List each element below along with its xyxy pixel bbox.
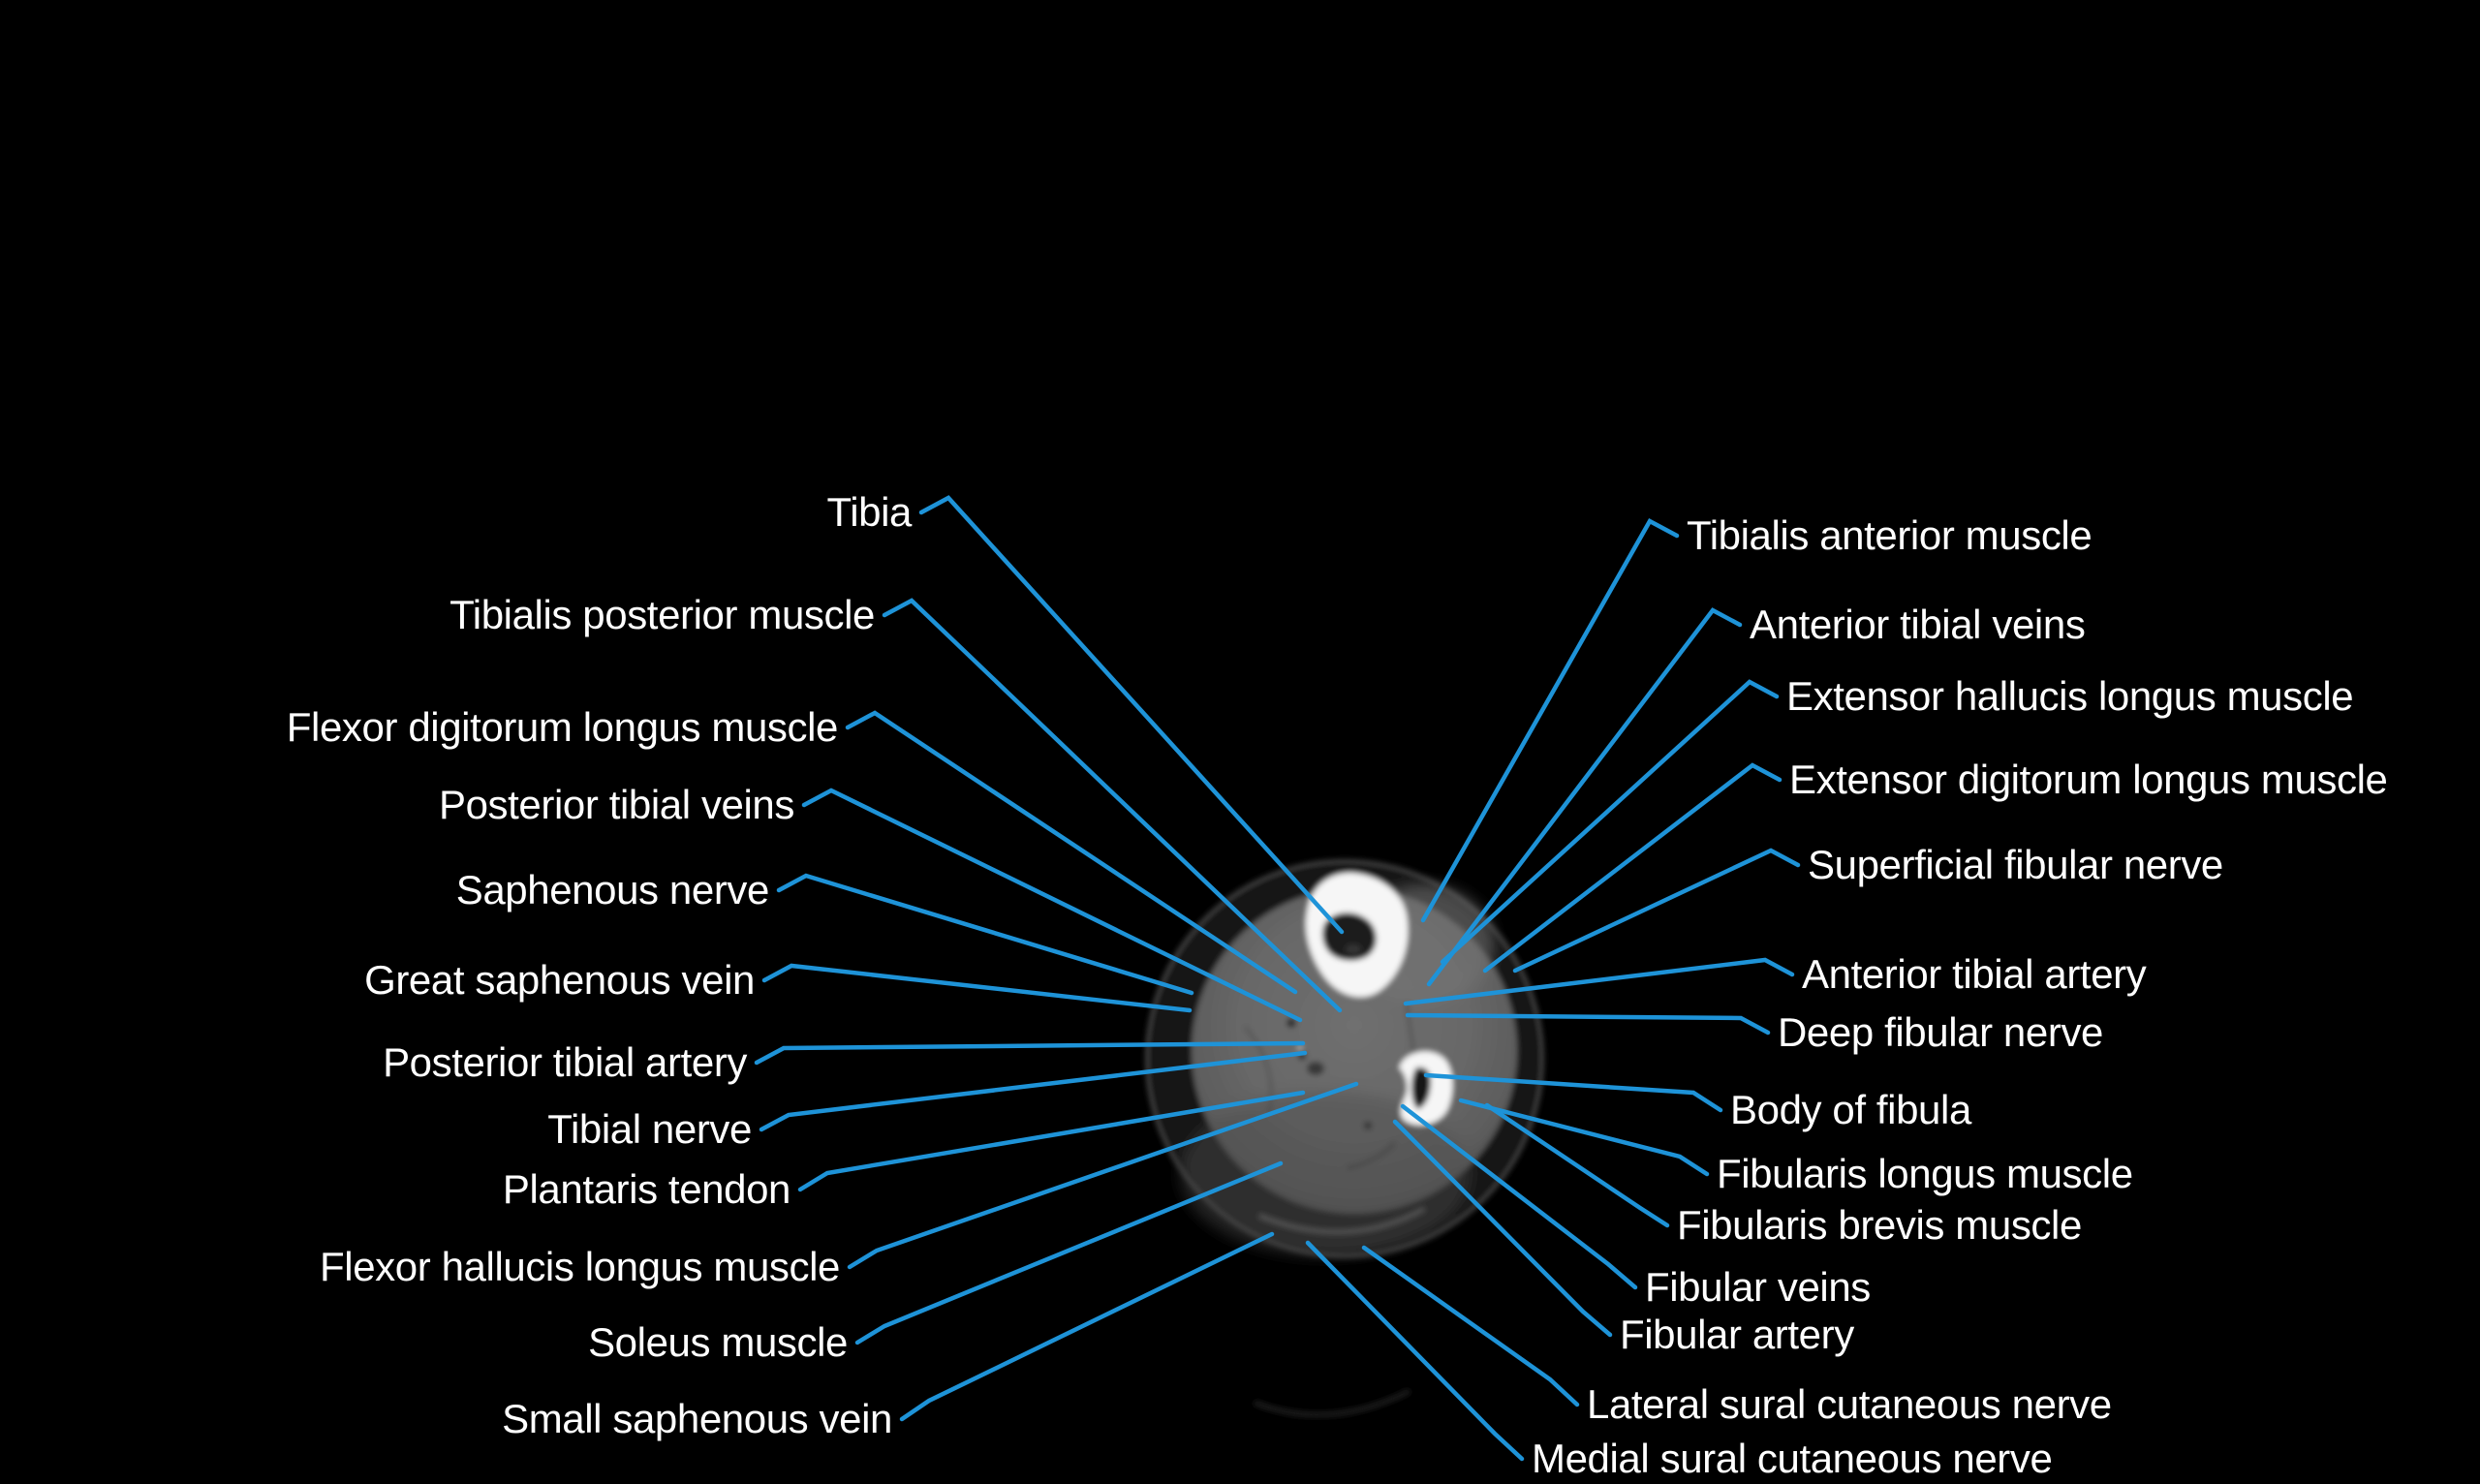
leader-line-posterior-tibial-artery [754, 1040, 1306, 1066]
label-extensor-digitorum-longus-muscle: Extensor digitorum longus muscle [1789, 757, 2388, 802]
label-tibialis-anterior-muscle: Tibialis anterior muscle [1687, 512, 2092, 558]
leader-line-posterior-tibial-veins [801, 788, 1303, 1023]
calcified-vessel-dot [1297, 1045, 1303, 1051]
leader-line-tibialis-posterior [882, 598, 1343, 1013]
leader-line-tibialis-anterior [1420, 517, 1680, 923]
leader-line-extensor-digitorum-longus [1482, 762, 1782, 974]
leader-line-flexor-digitorum-longus [845, 710, 1298, 995]
interosseous-membrane-streak [1405, 1002, 1415, 1053]
posterior-septum-streak [1346, 1141, 1397, 1171]
leader-line-anterior-tibial-artery [1403, 957, 1795, 1006]
medial-fascia-streak [1243, 1025, 1274, 1115]
leader-line-medial-sural-cutaneous-nerve [1305, 1240, 1525, 1462]
leader-line-fibular-veins [1400, 1103, 1638, 1290]
leader-line-flexor-hallucis-longus [847, 1081, 1359, 1270]
leader-line-small-saphenous-vein [899, 1231, 1275, 1422]
label-tibialis-posterior-muscle: Tibialis posterior muscle [450, 592, 875, 637]
leader-line-lateral-sural-cutaneous-nerve [1361, 1245, 1580, 1407]
vessel-dot [1364, 1122, 1372, 1129]
leader-line-fibularis-brevis [1484, 1102, 1670, 1228]
label-posterior-tibial-veins: Posterior tibial veins [438, 782, 794, 827]
label-flexor-digitorum-longus-muscle: Flexor digitorum longus muscle [286, 704, 839, 750]
label-body-of-fibula: Body of fibula [1730, 1087, 1971, 1132]
leader-line-extensor-hallucis-longus [1440, 679, 1780, 965]
label-small-saphenous-vein: Small saphenous vein [502, 1396, 892, 1441]
label-fibularis-longus-muscle: Fibularis longus muscle [1717, 1151, 2133, 1196]
label-fibularis-brevis-muscle: Fibularis brevis muscle [1677, 1202, 2082, 1248]
label-anterior-tibial-artery: Anterior tibial artery [1802, 951, 2147, 997]
leader-line-saphenous-nerve [776, 873, 1194, 996]
label-soleus-muscle: Soleus muscle [588, 1319, 848, 1365]
leader-lines [754, 495, 1801, 1462]
tibia-cavity-detail [1346, 944, 1361, 954]
label-fibular-artery: Fibular artery [1620, 1312, 1854, 1357]
label-extensor-hallucis-longus-muscle: Extensor hallucis longus muscle [1786, 673, 2354, 719]
leader-line-superficial-fibular-nerve [1512, 848, 1801, 974]
label-medial-sural-cutaneous-nerve: Medial sural cutaneous nerve [1532, 1436, 2053, 1481]
leader-line-plantaris-tendon [797, 1090, 1306, 1192]
label-flexor-hallucis-longus-muscle: Flexor hallucis longus muscle [320, 1244, 840, 1289]
label-tibial-nerve: Tibial nerve [547, 1106, 752, 1152]
label-posterior-tibial-artery: Posterior tibial artery [383, 1039, 747, 1085]
leader-line-deep-fibular-nerve [1405, 1012, 1771, 1036]
label-tibia: Tibia [826, 489, 913, 535]
leader-line-tibia [918, 495, 1345, 935]
label-fibular-veins: Fibular veins [1645, 1264, 1871, 1310]
leader-line-fibularis-longus [1458, 1098, 1710, 1177]
label-great-saphenous-vein: Great saphenous vein [364, 957, 755, 1003]
label-saphenous-nerve: Saphenous nerve [455, 867, 770, 912]
fascia-light-arc [1258, 1207, 1425, 1234]
leader-line-tibial-nerve [759, 1050, 1308, 1132]
label-plantaris-tendon: Plantaris tendon [502, 1166, 791, 1212]
label-lateral-sural-cutaneous-nerve: Lateral sural cutaneous nerve [1587, 1381, 2112, 1427]
label-superficial-fibular-nerve: Superficial fibular nerve [1808, 842, 2223, 887]
fibula-medullary-cavity [1411, 1067, 1431, 1109]
label-anterior-tibial-veins: Anterior tibial veins [1750, 602, 2086, 647]
label-deep-fibular-nerve: Deep fibular nerve [1778, 1009, 2103, 1055]
vessel-dot [1286, 1018, 1296, 1028]
posterior-compartment-shading [1180, 1092, 1471, 1256]
scan-artifact-arc [1254, 1388, 1411, 1417]
leader-line-great-saphenous-vein [761, 963, 1193, 1013]
leader-line-soleus [854, 1160, 1284, 1345]
leader-line-anterior-tibial-veins [1426, 607, 1743, 987]
vessel-dot [1307, 1062, 1324, 1075]
leader-line-body-of-fibula [1423, 1072, 1723, 1113]
leader-line-fibular-artery [1392, 1119, 1613, 1338]
